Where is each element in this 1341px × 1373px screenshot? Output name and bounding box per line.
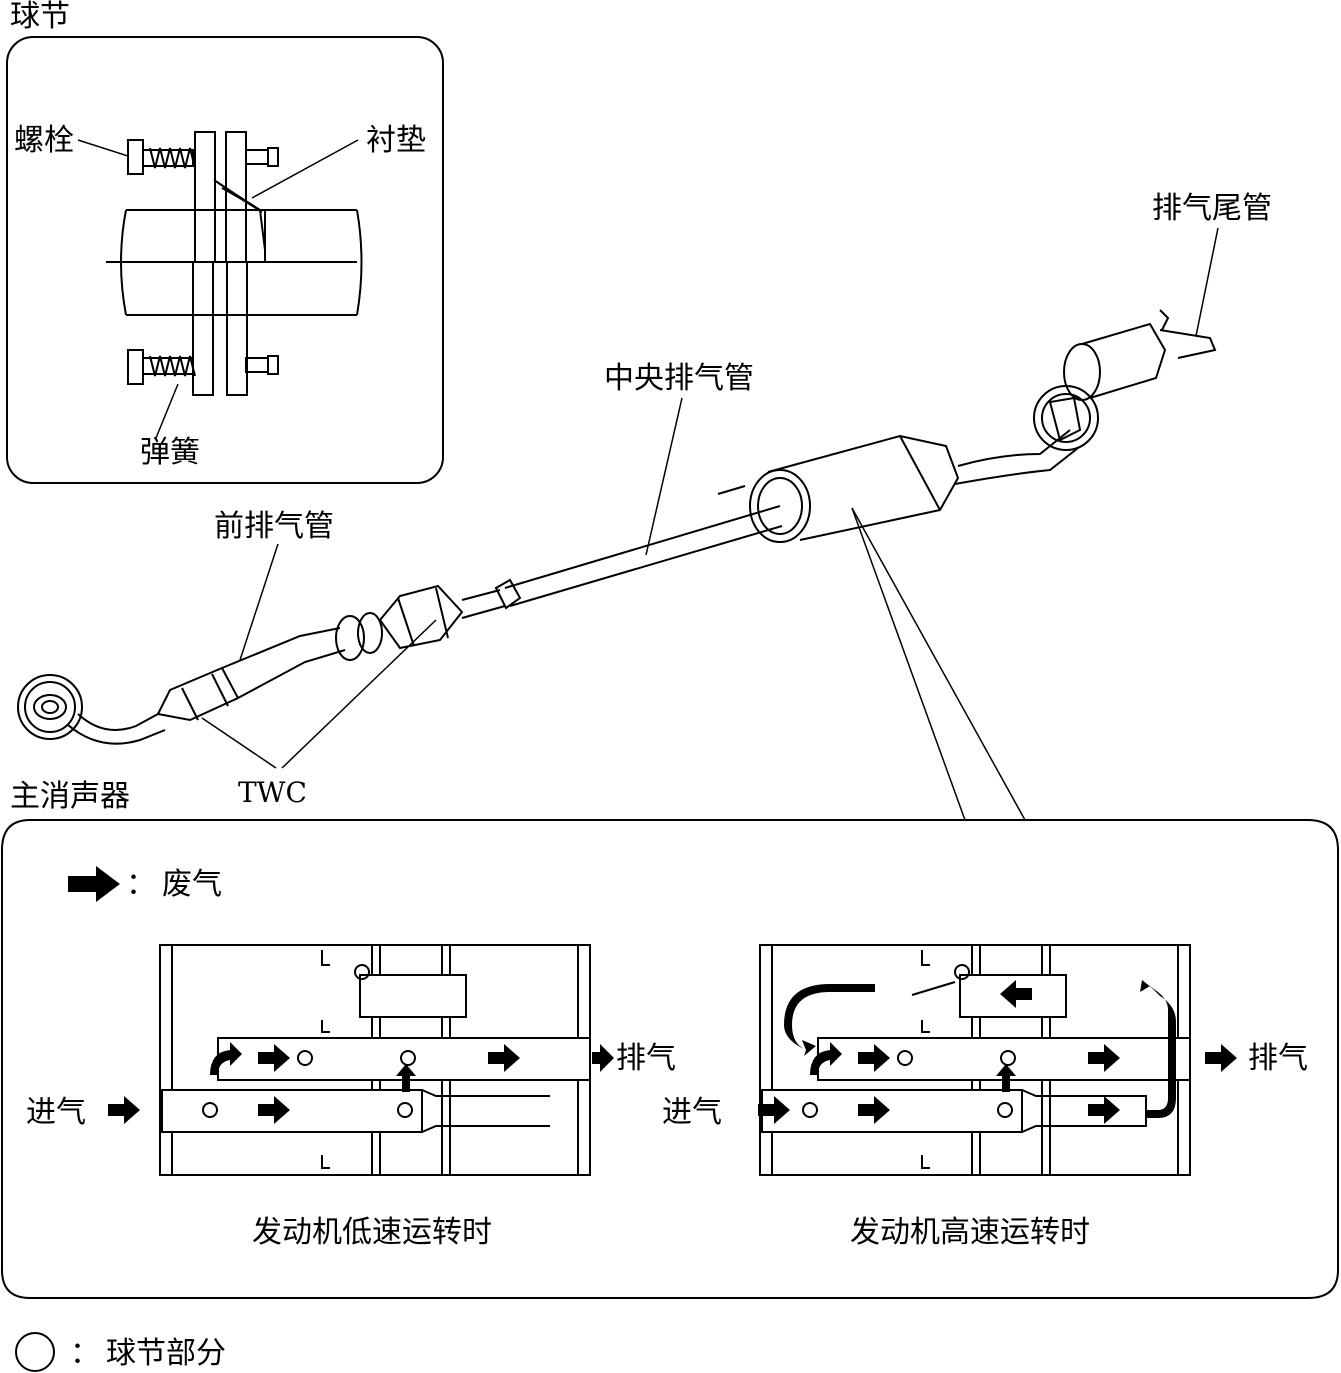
ball-joint-part-icon bbox=[15, 1332, 55, 1372]
caption-low-speed: 发动机低速运转时 bbox=[252, 1215, 492, 1250]
ball-joint-part-colon: ： bbox=[70, 1336, 100, 1371]
twc-label: TWC bbox=[238, 776, 307, 809]
center-pipe-label: 中央排气管 bbox=[604, 361, 754, 396]
legend-exhaust-arrow-icon bbox=[68, 866, 120, 902]
gasket-label: 衬垫 bbox=[366, 123, 426, 158]
ball-joint-inset-title: 球节 bbox=[10, 0, 70, 34]
spring-label: 弹簧 bbox=[140, 435, 200, 470]
legend-exhaust-label: 废气 bbox=[162, 867, 222, 902]
front-pipe-label: 前排气管 bbox=[214, 509, 334, 544]
ball-joint-part-label: 球节部分 bbox=[106, 1336, 226, 1371]
tailpipe-label: 排气尾管 bbox=[1152, 191, 1272, 226]
bolt-label: 螺栓 bbox=[14, 123, 74, 158]
muffler-detail-panel bbox=[1, 819, 1339, 1299]
exhaust-label-low: 排气 bbox=[616, 1041, 676, 1076]
exhaust-label-high: 排气 bbox=[1248, 1041, 1308, 1076]
exhaust-assembly bbox=[17, 227, 1219, 821]
caption-high-speed: 发动机高速运转时 bbox=[850, 1215, 1090, 1250]
ball-joint-inset bbox=[6, 36, 444, 484]
low-speed-flow-arrows bbox=[108, 1042, 614, 1124]
high-speed-flow-arrows bbox=[758, 980, 1237, 1124]
intake-label-low: 进气 bbox=[26, 1095, 86, 1130]
intake-label-high: 进气 bbox=[662, 1095, 722, 1130]
legend-colon: ： bbox=[126, 867, 156, 902]
main-muffler-label: 主消声器 bbox=[10, 779, 130, 814]
